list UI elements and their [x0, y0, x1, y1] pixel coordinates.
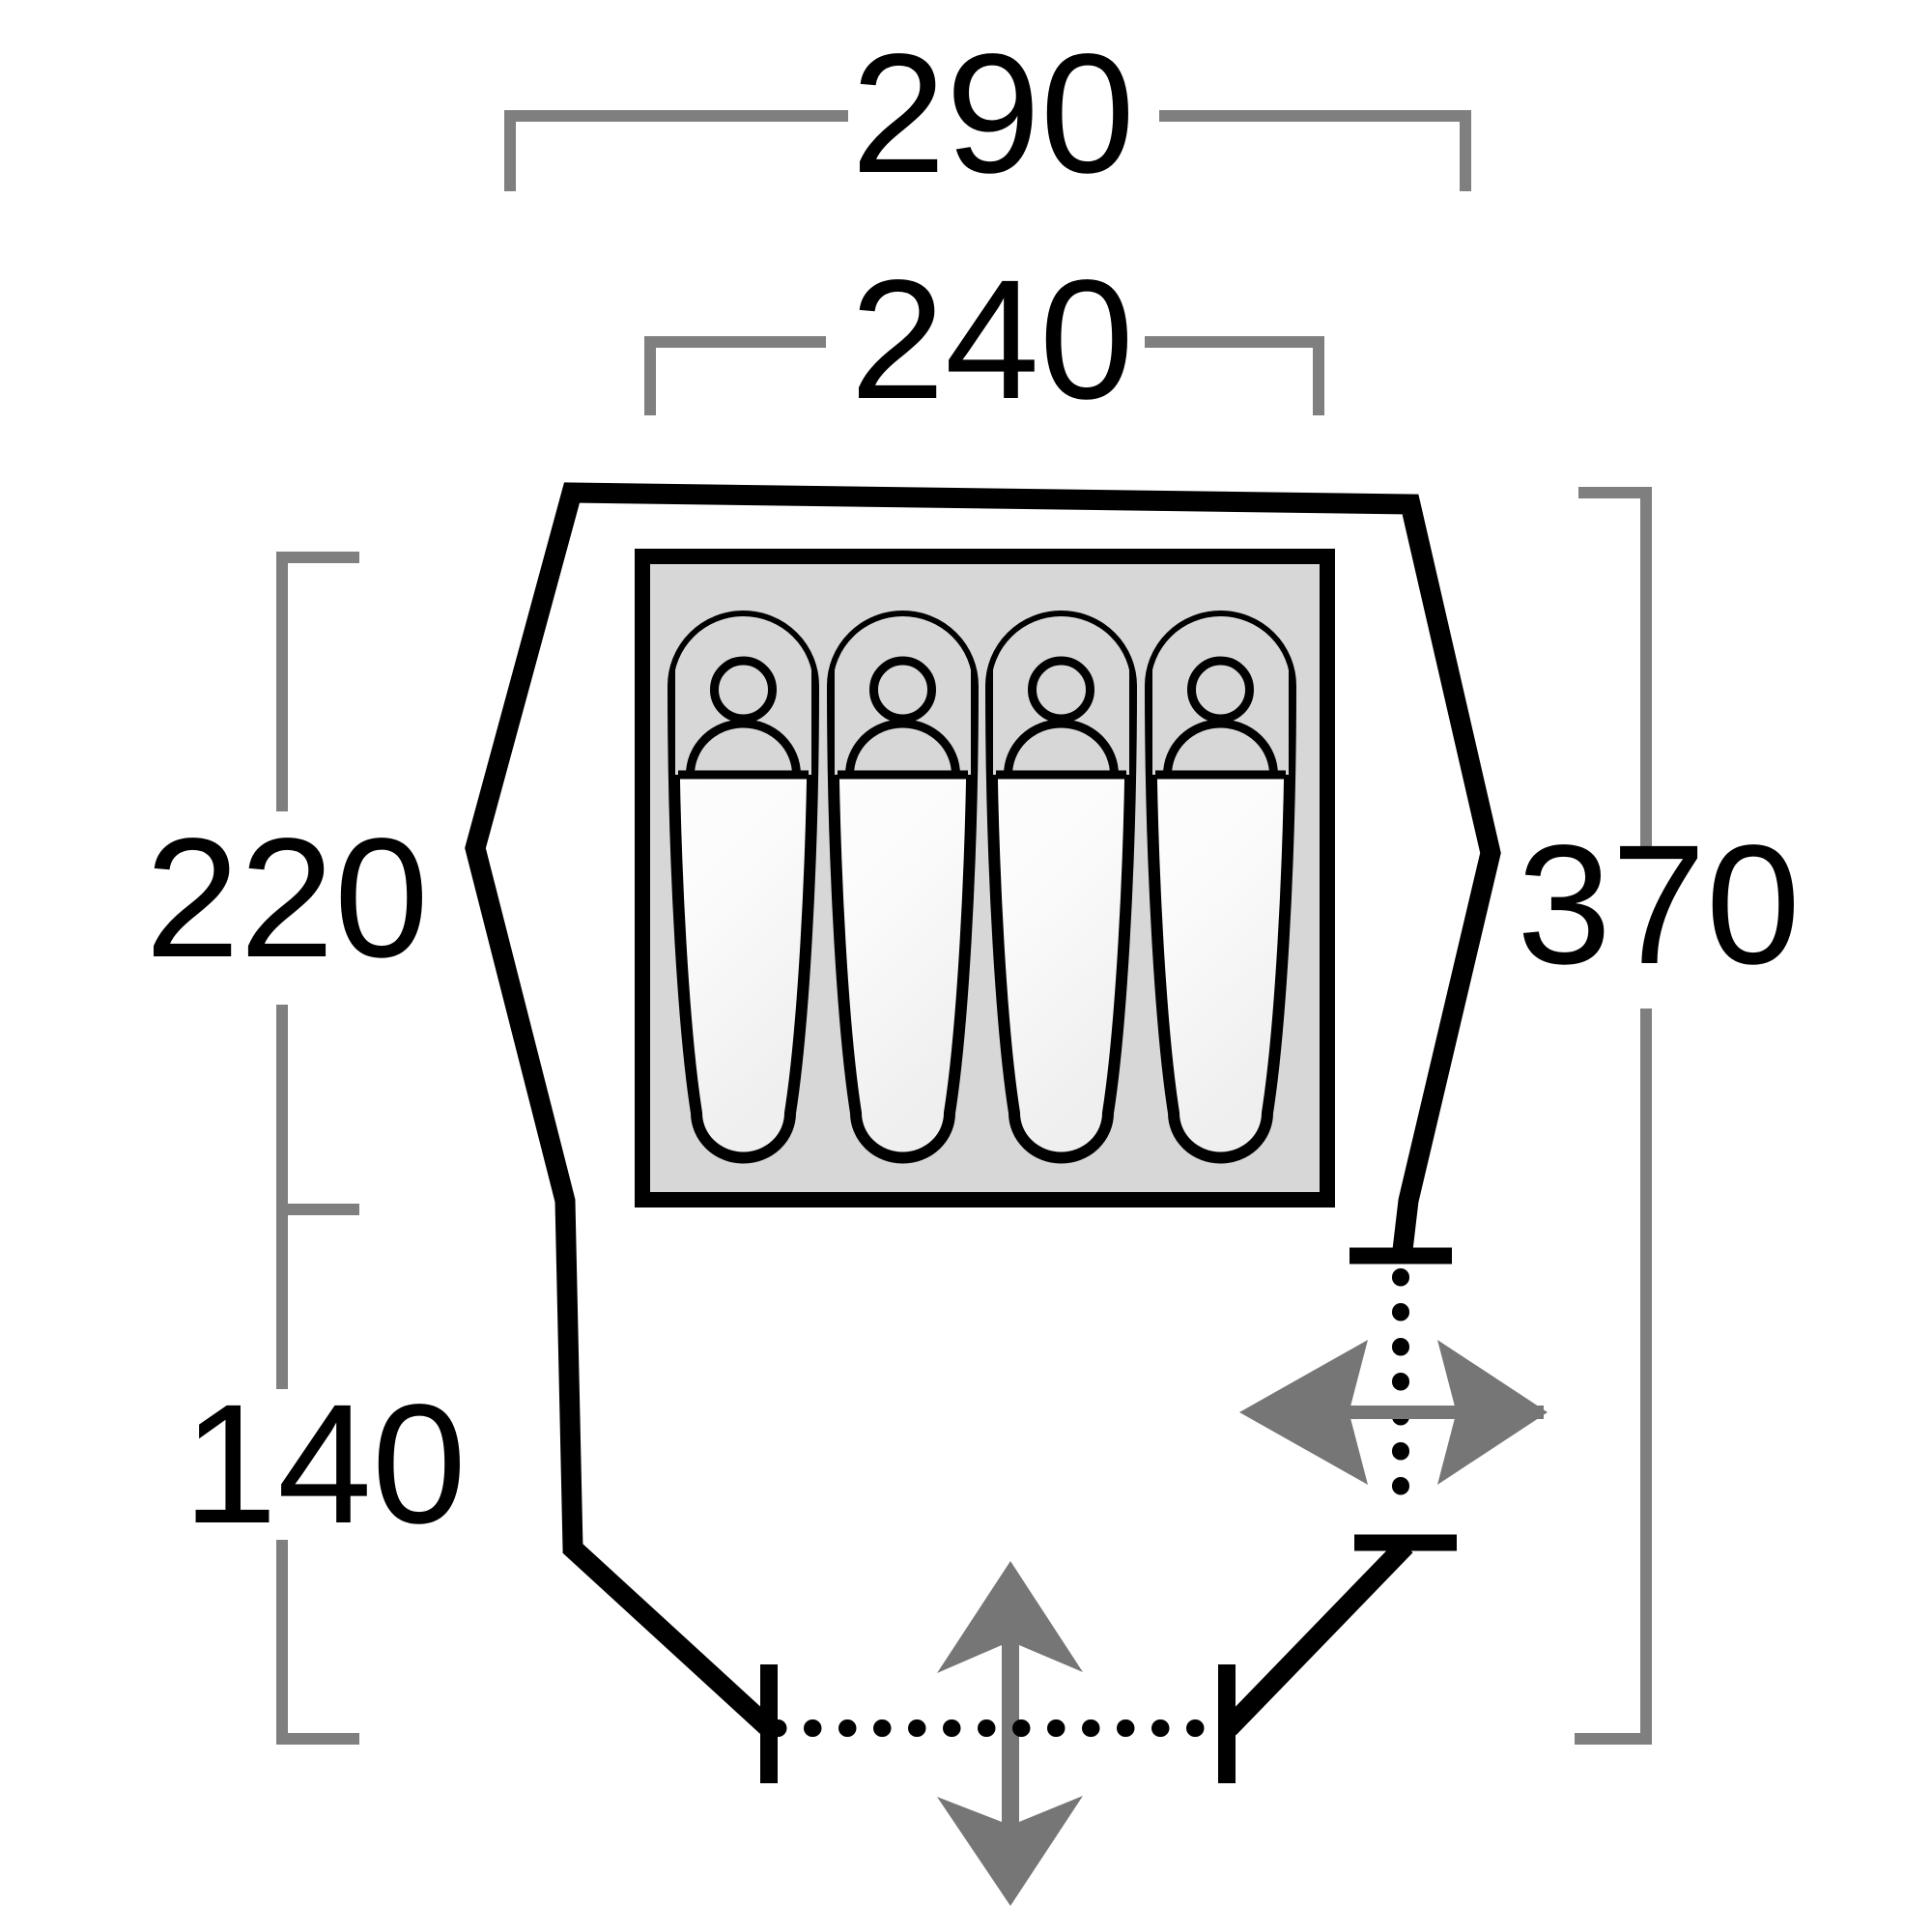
tent-outline: [465, 482, 1501, 1736]
sleeping-bag: [991, 616, 1131, 1157]
dimension-bracket: [1575, 487, 1652, 1745]
dimension-label: 140: [183, 1370, 467, 1559]
dimension-label: 290: [851, 19, 1135, 209]
dimension-porch-depth: 140: [183, 1209, 467, 1745]
sleeping-bag: [1151, 616, 1291, 1157]
tent-wall-front-right: [1221, 1538, 1413, 1736]
dimension-bracket: [504, 110, 1471, 191]
inner-cabin: [635, 549, 1335, 1208]
front-door: [760, 1561, 1236, 1906]
dimension-bracket: [276, 1209, 359, 1745]
sleeping-bag: [673, 616, 813, 1157]
side-door: [1239, 1247, 1548, 1551]
door-swing-arrow-icon: [937, 1561, 1083, 1906]
dimension-outer-width: 290: [504, 19, 1471, 209]
dimension-label: 220: [145, 804, 429, 993]
dimension-total-depth: 370: [1517, 487, 1801, 1745]
dimension-inner-depth: 220: [145, 552, 429, 1215]
dimension-bracket: [644, 336, 1324, 415]
dimension-label: 370: [1517, 810, 1801, 1000]
tent-wall-main: [465, 482, 1501, 1736]
door-swing-arrow-icon: [1239, 1340, 1548, 1485]
dimension-label: 240: [850, 245, 1134, 435]
sleeping-bag: [833, 616, 973, 1157]
dimension-inner-width: 240: [644, 245, 1324, 435]
